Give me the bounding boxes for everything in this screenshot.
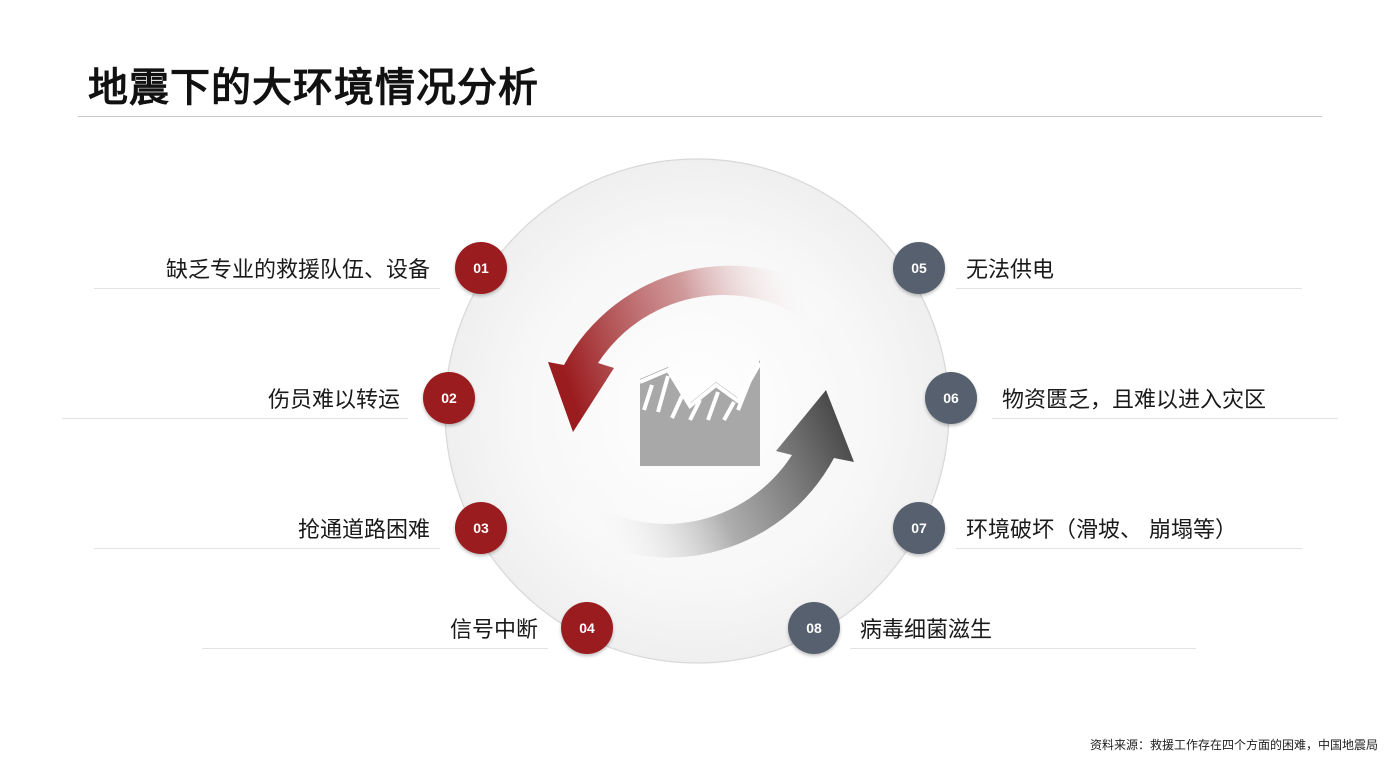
item-label-04: 信号中断 — [449, 618, 538, 643]
chart-icon — [639, 360, 762, 466]
title-divider — [78, 116, 1322, 117]
item-label-02: 伤员难以转运 — [267, 388, 400, 413]
item-badge-03: 03 — [455, 502, 507, 554]
item-label-07: 环境破坏（滑坡、 崩塌等） — [966, 518, 1237, 543]
gray-cycle-arrow — [558, 390, 854, 558]
item-label-08: 病毒细菌滋生 — [860, 618, 993, 643]
item-underline-08 — [850, 648, 1196, 649]
item-label-03: 抢通道路困难 — [297, 518, 430, 543]
item-badge-08: 08 — [788, 602, 840, 654]
item-underline-03 — [94, 548, 440, 549]
item-badge-06: 06 — [925, 372, 977, 424]
item-label-06: 物资匮乏，且难以进入灾区 — [1002, 388, 1267, 413]
item-badge-02: 02 — [423, 372, 475, 424]
page-title: 地震下的大环境情况分析 — [88, 65, 539, 111]
item-badge-04: 04 — [561, 602, 613, 654]
item-badge-01: 01 — [455, 242, 507, 294]
item-label-05: 无法供电 — [966, 258, 1055, 283]
item-underline-05 — [956, 288, 1302, 289]
item-badge-05: 05 — [893, 242, 945, 294]
item-badge-07: 07 — [893, 502, 945, 554]
item-underline-01 — [94, 288, 440, 289]
source-note: 资料来源：救援工作存在四个方面的困难，中国地震局 — [1089, 738, 1378, 752]
item-underline-06 — [992, 418, 1338, 419]
item-underline-07 — [956, 548, 1302, 549]
item-label-01: 缺乏专业的救援队伍、设备 — [165, 258, 430, 283]
item-underline-04 — [202, 648, 548, 649]
red-cycle-arrow — [548, 265, 838, 432]
item-underline-02 — [62, 418, 408, 419]
